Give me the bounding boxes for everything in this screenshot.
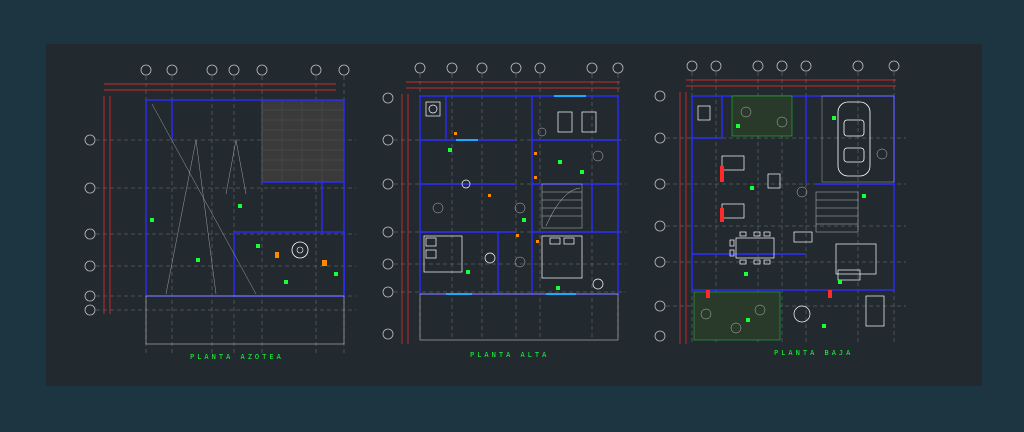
bed-symbols-alta bbox=[423, 101, 604, 290]
tree-symbols-alta bbox=[432, 127, 604, 268]
tank-inner-ring bbox=[296, 246, 304, 254]
slope-lines-azotea bbox=[151, 103, 257, 295]
tree-symbols-baja bbox=[700, 106, 888, 334]
patio-hatch bbox=[731, 95, 793, 137]
room-labels-alta bbox=[448, 148, 584, 290]
windows-alta bbox=[446, 95, 586, 295]
balcony-alta bbox=[419, 293, 619, 341]
grid-bubbles-top-baja bbox=[686, 60, 900, 72]
stair-baja bbox=[815, 191, 859, 233]
grid-lines-alta bbox=[394, 74, 626, 340]
title-planta-baja: PLANTA BAJA bbox=[774, 349, 854, 357]
dimension-lines-baja bbox=[679, 79, 896, 344]
terrace-hatch bbox=[261, 99, 345, 183]
floor-plans-svg bbox=[84, 60, 906, 354]
plan-azotea[interactable] bbox=[84, 64, 356, 354]
columns-azotea bbox=[275, 252, 327, 266]
car-symbol bbox=[837, 101, 871, 177]
front-garden bbox=[693, 291, 781, 341]
grid-bubbles-top-alta bbox=[414, 62, 624, 74]
title-planta-azotea: PLANTA AZOTEA bbox=[190, 353, 284, 361]
water-tank-symbol bbox=[291, 241, 309, 259]
plan-alta[interactable] bbox=[382, 62, 626, 344]
room-labels-baja bbox=[736, 116, 866, 328]
walls-alta bbox=[419, 95, 619, 295]
grid-bubbles-top-azotea bbox=[140, 64, 350, 76]
dimension-lines-azotea bbox=[103, 83, 336, 314]
grid-bubbles-left-baja bbox=[654, 90, 666, 342]
parapet-azotea bbox=[145, 295, 345, 345]
garage-area bbox=[821, 95, 895, 183]
doors-baja bbox=[706, 166, 832, 298]
title-planta-alta: PLANTA ALTA bbox=[470, 351, 550, 359]
walls-baja bbox=[691, 95, 895, 291]
terrace-tiles bbox=[262, 100, 344, 182]
plan-baja[interactable] bbox=[654, 60, 906, 344]
doors-alta bbox=[454, 132, 539, 243]
grid-bubbles-left-azotea bbox=[84, 134, 96, 316]
room-labels-azotea bbox=[150, 204, 338, 284]
drawing-sheet[interactable]: PLANTA AZOTEA PLANTA ALTA PLANTA BAJA bbox=[46, 44, 982, 386]
dimension-lines-alta bbox=[401, 81, 620, 344]
dining-table-symbol bbox=[729, 231, 775, 265]
grid-bubbles-left-alta bbox=[382, 92, 394, 340]
stair-alta bbox=[541, 183, 583, 229]
